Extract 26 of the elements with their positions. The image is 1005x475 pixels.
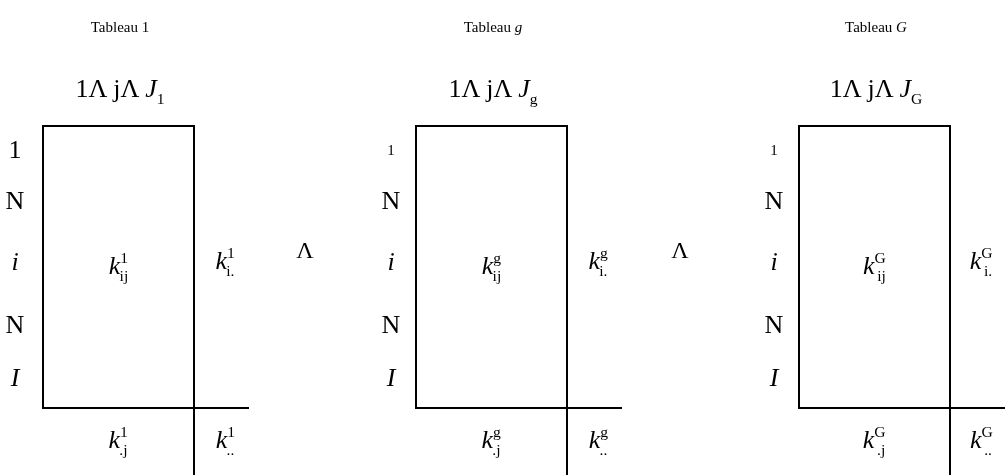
row-index: 1 [770, 142, 778, 158]
table-title: Tableau g [463, 19, 523, 35]
row-index: 1 [387, 142, 395, 158]
row-index: 1 [8, 137, 22, 163]
column-range: 1Λ jΛ J$_{g}$ [448, 75, 538, 107]
row-ellipsis: N [5, 188, 25, 214]
row-index: I [386, 365, 396, 391]
row-index: i [11, 249, 19, 275]
ellipsis-separator: Λ [296, 238, 314, 262]
row-ellipsis: N [381, 312, 401, 338]
row-ellipsis: N [764, 188, 784, 214]
row-index: I [769, 365, 779, 391]
column-range: 1Λ jΛ J$_{1}$ [75, 75, 165, 107]
table-title: Tableau G [845, 19, 907, 35]
ellipsis-separator: Λ [671, 238, 689, 262]
matrix-box [798, 125, 951, 409]
row-index: i [387, 249, 395, 275]
matrix-box [415, 125, 568, 409]
row-index: I [10, 365, 20, 391]
matrix-box [42, 125, 195, 409]
table-title: Tableau 1 [90, 19, 150, 35]
row-ellipsis: N [764, 312, 784, 338]
column-range: 1Λ jΛ J$_{G}$ [829, 75, 923, 107]
row-ellipsis: N [5, 312, 25, 338]
row-ellipsis: N [381, 188, 401, 214]
row-index: i [770, 249, 778, 275]
